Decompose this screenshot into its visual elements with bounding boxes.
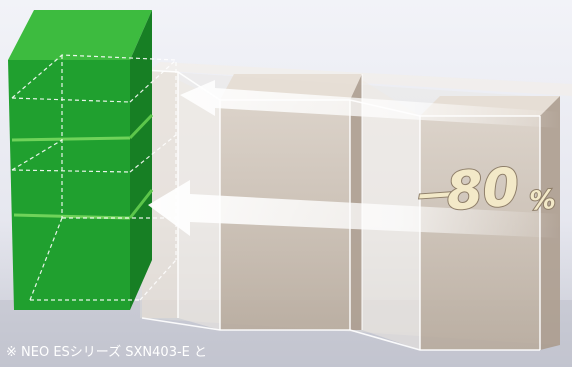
reduction-unit: % bbox=[529, 185, 557, 217]
new-unit-green-box bbox=[8, 10, 177, 310]
green-box-divider-lines bbox=[11, 113, 154, 220]
arrow-left-icon bbox=[148, 180, 560, 238]
green-box-dashed-wireframe bbox=[11, 54, 177, 301]
reduction-badge: － 80 % bbox=[408, 157, 557, 224]
footnote: ※ NEO ESシリーズ SXN403-E と bbox=[6, 345, 208, 360]
reduction-value: 80 bbox=[445, 158, 521, 223]
reduction-sign: － bbox=[409, 173, 452, 222]
arrow-left-icon bbox=[180, 80, 560, 128]
